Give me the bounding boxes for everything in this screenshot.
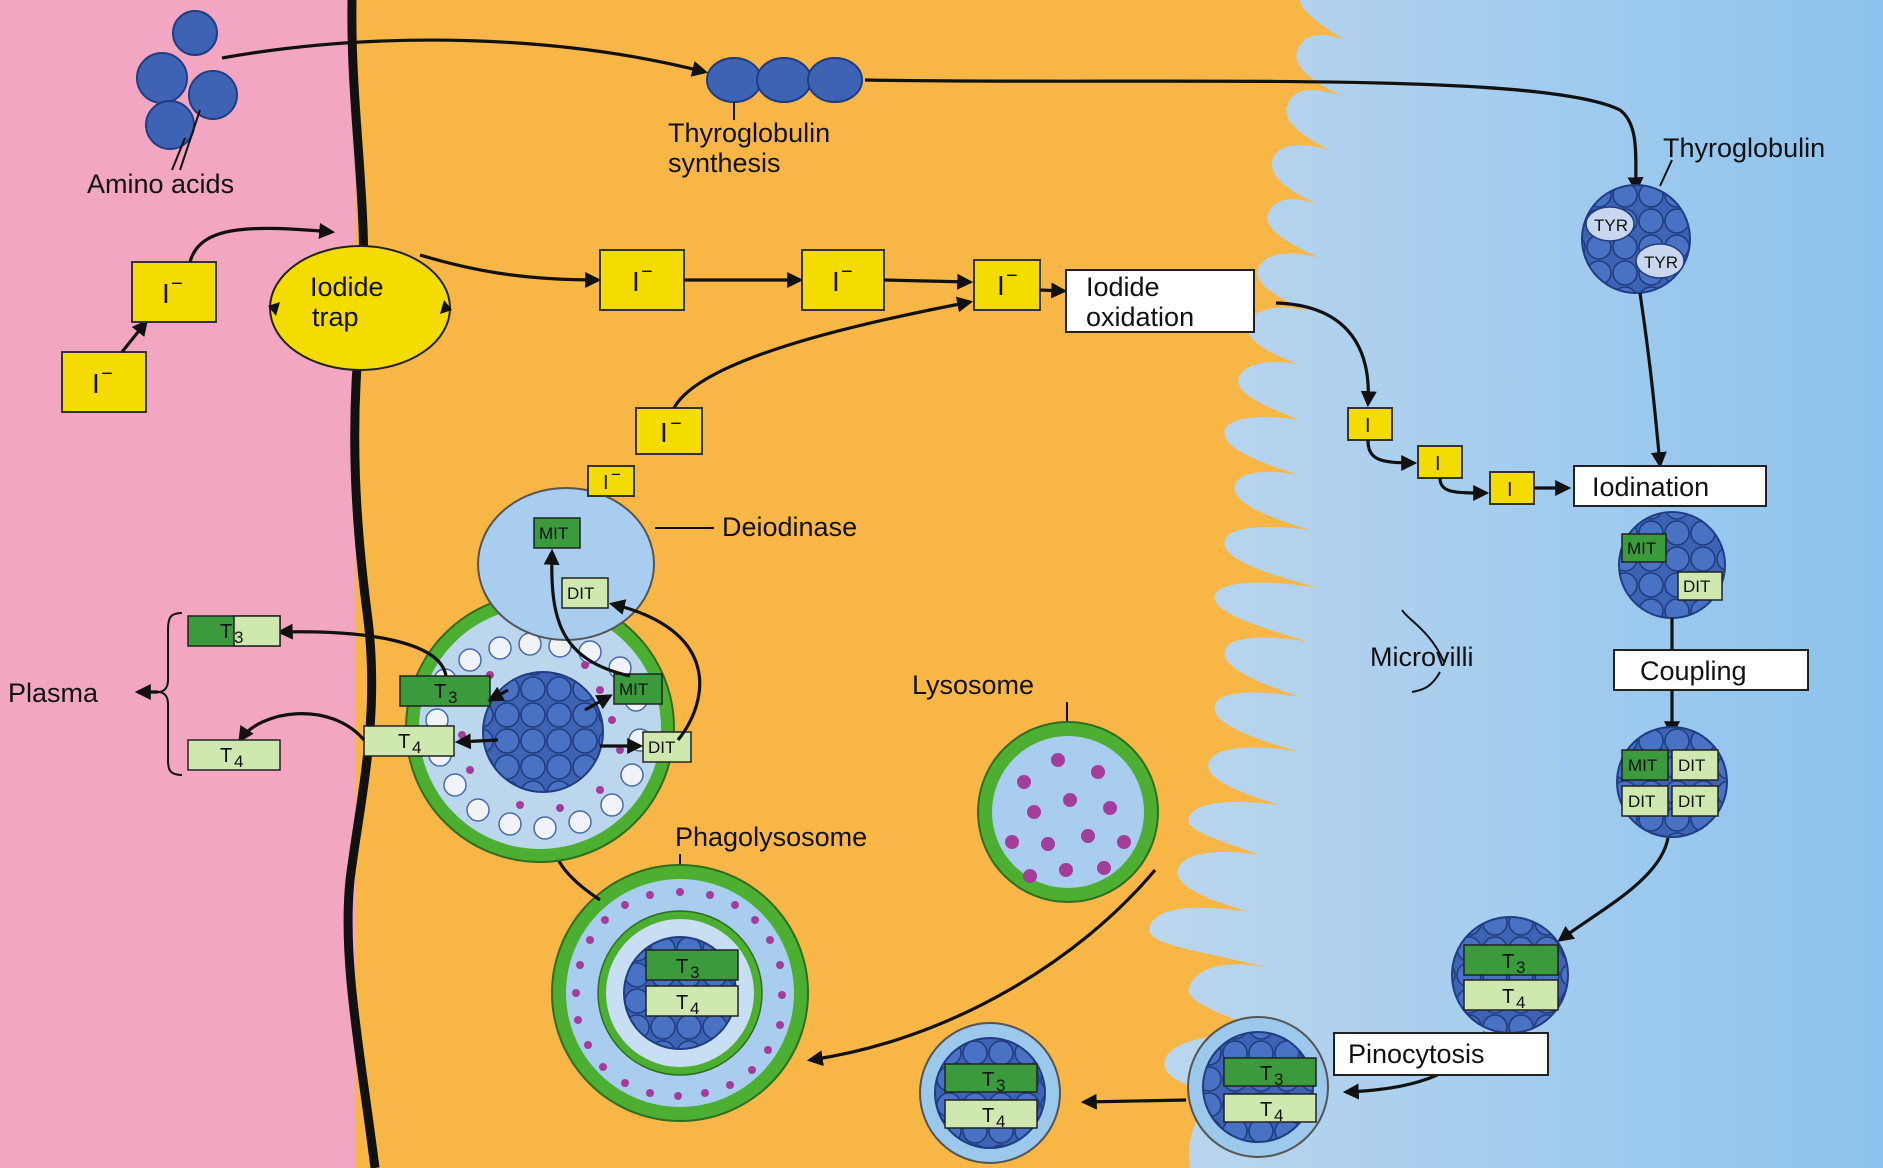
pinocytotic-vesicle: T 3 T 4 bbox=[1188, 1017, 1328, 1157]
iodide-recycled-1: I − bbox=[588, 465, 634, 496]
svg-text:−: − bbox=[670, 413, 682, 435]
svg-text:T: T bbox=[1260, 1099, 1272, 1121]
svg-text:T: T bbox=[1502, 986, 1514, 1008]
svg-text:3: 3 bbox=[1274, 1070, 1283, 1089]
svg-text:−: − bbox=[841, 261, 853, 283]
svg-text:I: I bbox=[660, 417, 668, 448]
iodine-1: I bbox=[1348, 408, 1392, 440]
phagolysosome-label: Phagolysosome bbox=[675, 822, 867, 852]
iodine-2: I bbox=[1418, 446, 1462, 478]
svg-text:T: T bbox=[434, 681, 446, 703]
coupling: Coupling bbox=[1614, 650, 1808, 690]
svg-text:DIT: DIT bbox=[1678, 756, 1705, 775]
svg-text:T: T bbox=[982, 1105, 994, 1127]
svg-text:I: I bbox=[832, 266, 840, 297]
iodide-trap: Iodide trap bbox=[268, 246, 452, 370]
svg-text:T: T bbox=[982, 1069, 994, 1091]
iodide-oxidation-label-1: Iodide bbox=[1086, 272, 1160, 302]
svg-text:DIT: DIT bbox=[1628, 792, 1655, 811]
svg-text:DIT: DIT bbox=[1678, 792, 1705, 811]
svg-text:I: I bbox=[1365, 415, 1371, 437]
svg-text:−: − bbox=[611, 465, 621, 484]
svg-text:MIT: MIT bbox=[619, 680, 648, 699]
plasma-label: Plasma bbox=[8, 678, 99, 708]
svg-text:3: 3 bbox=[448, 688, 457, 707]
svg-text:3: 3 bbox=[996, 1076, 1005, 1095]
microvilli-label: Microvilli bbox=[1370, 642, 1474, 672]
svg-text:DIT: DIT bbox=[648, 738, 675, 757]
svg-text:−: − bbox=[101, 363, 113, 385]
svg-text:I: I bbox=[162, 278, 170, 309]
svg-text:I: I bbox=[632, 266, 640, 297]
iodine-3: I bbox=[1490, 472, 1534, 504]
thyroglobulin-mit-dit: MIT DIT bbox=[1619, 512, 1725, 618]
svg-text:T: T bbox=[220, 745, 232, 767]
iodide-plasma-1: I − bbox=[62, 352, 146, 412]
pinocytosis-label: Pinocytosis bbox=[1348, 1039, 1485, 1069]
deiodinase-label: Deiodinase bbox=[722, 512, 857, 542]
svg-text:I: I bbox=[603, 472, 609, 494]
amino-acids-label: Amino acids bbox=[87, 169, 234, 199]
plasma-t4: T 4 bbox=[188, 740, 280, 771]
svg-text:DIT: DIT bbox=[567, 584, 594, 603]
svg-text:4: 4 bbox=[996, 1112, 1005, 1131]
thyroglobulin-label: Thyroglobulin bbox=[1663, 133, 1825, 163]
plasma-t3: T 3 bbox=[188, 616, 280, 647]
tyr-label-2: TYR bbox=[1644, 253, 1678, 272]
svg-text:T: T bbox=[1502, 951, 1514, 973]
svg-text:T: T bbox=[1260, 1063, 1272, 1085]
thyroglobulin-synthesis-label-2: synthesis bbox=[668, 148, 781, 178]
svg-text:T: T bbox=[676, 956, 688, 978]
svg-text:−: − bbox=[1006, 265, 1018, 287]
svg-text:I: I bbox=[997, 270, 1005, 301]
svg-text:−: − bbox=[641, 261, 653, 283]
svg-text:4: 4 bbox=[1274, 1106, 1283, 1125]
svg-text:T: T bbox=[676, 992, 688, 1014]
svg-text:−: − bbox=[171, 273, 183, 295]
svg-text:DIT: DIT bbox=[1683, 577, 1710, 596]
svg-text:I: I bbox=[1435, 453, 1441, 475]
tyr-label-1: TYR bbox=[1594, 216, 1628, 235]
svg-text:T: T bbox=[220, 621, 232, 643]
svg-text:3: 3 bbox=[1516, 958, 1525, 977]
svg-text:MIT: MIT bbox=[1628, 756, 1657, 775]
coupling-label: Coupling bbox=[1640, 656, 1747, 686]
svg-text:3: 3 bbox=[690, 963, 699, 982]
iodination: Iodination bbox=[1574, 466, 1766, 506]
svg-text:MIT: MIT bbox=[539, 524, 568, 543]
svg-text:I: I bbox=[1507, 479, 1513, 501]
thyroglobulin-coupled: MIT DIT DIT DIT bbox=[1617, 727, 1727, 837]
thyroglobulin-synthesis-label-1: Thyroglobulin bbox=[668, 118, 830, 148]
lysosome-label: Lysosome bbox=[912, 670, 1034, 700]
iodide-trap-label-2: trap bbox=[312, 302, 359, 332]
pinocytosis: Pinocytosis bbox=[1334, 1033, 1548, 1075]
iodide-cell-1: I − bbox=[600, 250, 684, 310]
svg-text:3: 3 bbox=[234, 628, 243, 647]
iodide-cell-3: I − bbox=[974, 260, 1040, 310]
svg-text:4: 4 bbox=[1516, 993, 1525, 1012]
iodide-trap-label-1: Iodide bbox=[310, 272, 384, 302]
iodide-cell-2: I − bbox=[802, 250, 884, 310]
svg-text:4: 4 bbox=[690, 999, 699, 1018]
endocytic-vesicle: T 3 T 4 bbox=[920, 1023, 1060, 1163]
svg-text:I: I bbox=[92, 368, 100, 399]
iodide-oxidation-label-2: oxidation bbox=[1086, 302, 1194, 332]
iodide-oxidation: Iodide oxidation bbox=[1066, 270, 1254, 332]
svg-text:MIT: MIT bbox=[1627, 539, 1656, 558]
iodide-plasma-2: I − bbox=[132, 262, 216, 322]
iodide-recycled-2: I − bbox=[636, 408, 702, 454]
iodination-label: Iodination bbox=[1592, 472, 1709, 502]
svg-text:4: 4 bbox=[234, 752, 243, 771]
thyroglobulin-t3-t4: T 3 T 4 bbox=[1452, 917, 1568, 1033]
svg-text:T: T bbox=[398, 731, 410, 753]
svg-text:4: 4 bbox=[412, 738, 421, 757]
